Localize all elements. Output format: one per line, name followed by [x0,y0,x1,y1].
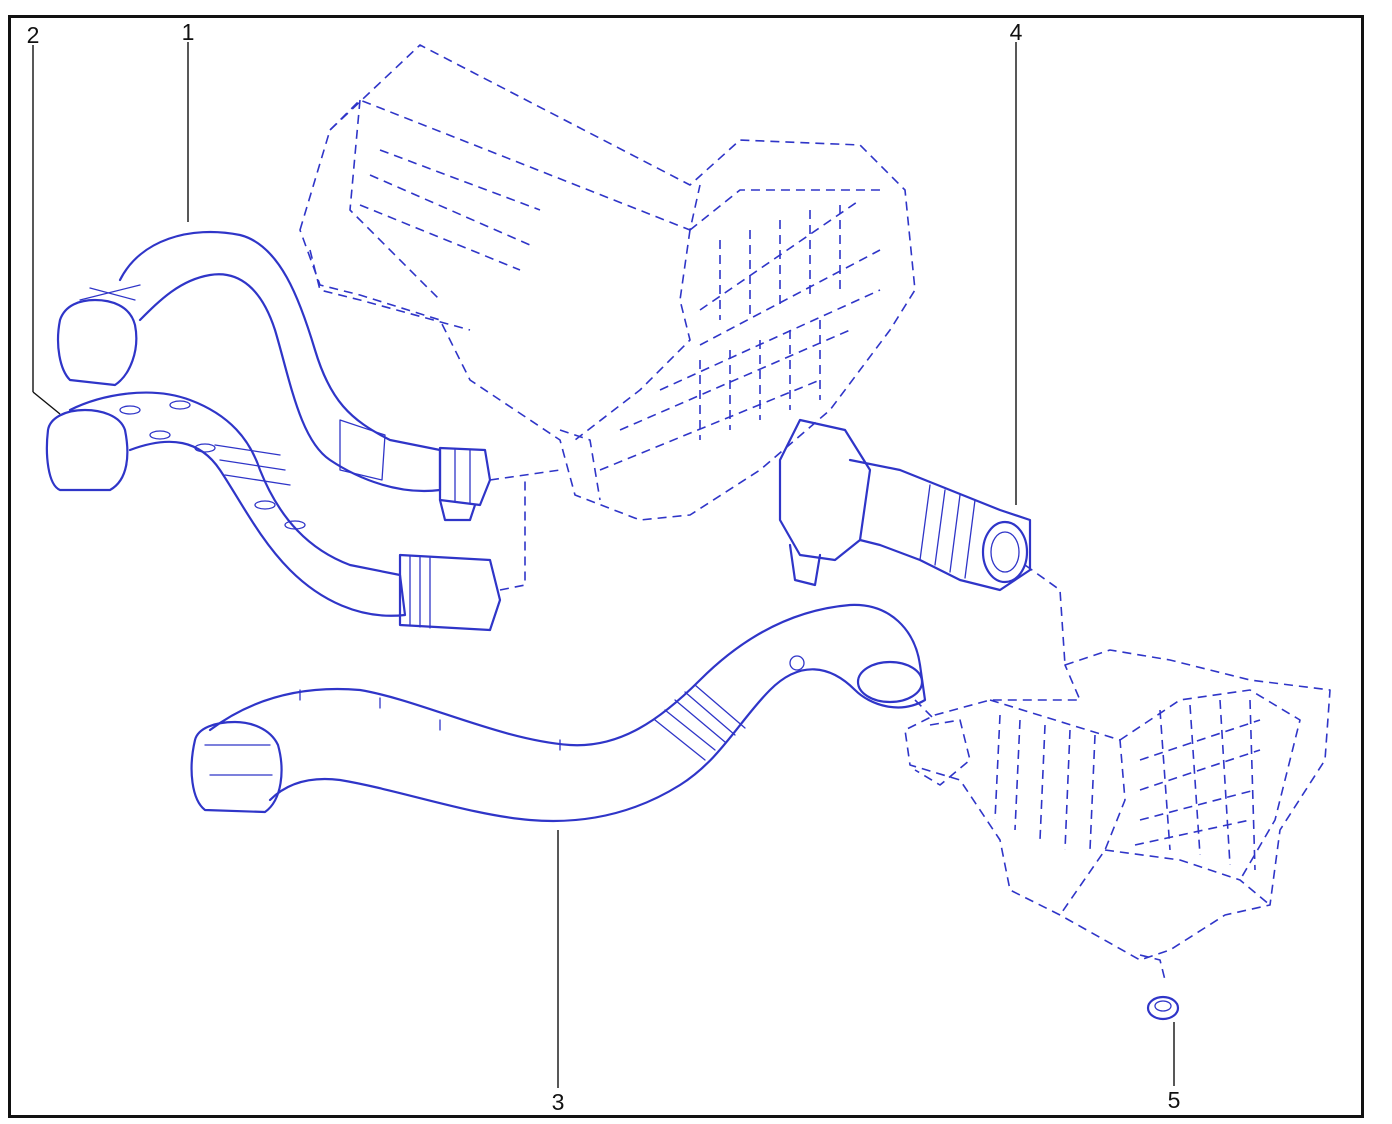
lower-air-cleaner-housing [904,649,1331,981]
leader-lines [32,42,1175,1088]
callout-2: 2 [27,22,40,48]
diagram-frame [8,15,1364,1118]
part-3-long-air-duct [190,603,927,823]
part-2-lower-air-duct [45,391,502,632]
part-4-throttle-hose [778,418,1032,592]
part-1-upper-air-duct [56,230,492,522]
part-5-drain-grommet [1146,995,1180,1021]
callout-3: 3 [552,1089,565,1115]
callout-5: 5 [1168,1087,1181,1113]
callout-labels: 1 2 3 4 5 [27,19,1181,1115]
callout-1: 1 [182,19,195,45]
upper-air-cleaner-housing [299,44,916,521]
callout-4: 4 [1010,19,1023,45]
